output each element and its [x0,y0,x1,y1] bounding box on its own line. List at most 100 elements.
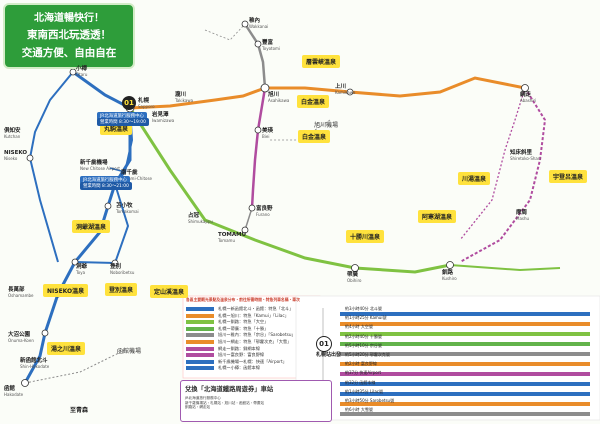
timetable-row: 約5小時20分 鄂霍次克號 [345,352,390,357]
station-kushiro[interactable]: 釧路 Kushiro [442,270,457,281]
legend-label: 札幌～帶廣：特急「十勝」 [218,325,269,331]
timetable-row: 約3小時40分 北斗號 [345,306,382,311]
station-toyotomi[interactable]: 豐富 Toyotomi [262,40,281,51]
station-shin-hakodate[interactable]: 新函館北斗 Shin-Hakodate [20,358,50,369]
station-otaru[interactable]: 小樽 Otaru [76,66,88,77]
legend-row: 札幌～旭川：特急「Kamui」「Lilac」 [186,313,289,319]
station-shiretoko-shari[interactable]: 知床斜里 Shiretoko-Shari [510,150,541,161]
legend-swatch [186,313,214,318]
legend-row: 網走～釧路：釧網本線 [186,346,260,352]
legend-label: 旭川～富良野：富良野線 [218,352,265,358]
bus-link-1 [204,23,246,41]
station-hakodate[interactable]: 函館 Hakodate [4,386,24,397]
station-mashu[interactable]: 摩周 Mashu [516,210,530,221]
hanasaki-line [449,264,561,272]
onsen-toya-tag[interactable]: 洞爺湖溫泉 [72,220,111,233]
legend-swatch [186,340,214,344]
nemuro-line [244,207,253,231]
sekisho-line [128,107,451,274]
pass-exchange-box: 兌換「北海道鐵路周遊券」車站 JR北海道旅行服務中心 新千歲機場站・札幌站・旭川… [180,380,332,422]
station-asahikawa[interactable]: 旭川 Asahikawa [268,92,290,103]
legend-swatch [186,333,214,338]
timetable-row: 約6小時 大雪號 [345,407,373,413]
legend-swatch [186,307,214,311]
station-niseko[interactable]: NISEKO Niseko [4,150,28,161]
asahikawa-airport-label[interactable]: 旭川機場 [314,122,339,129]
airport-service-center: JR北海道旅行服務中心 [80,176,130,184]
hakodate-airport-label[interactable]: 函館機場 [117,348,142,355]
station-tomakomai[interactable]: 苫小牧 Tomakomai [116,203,139,214]
onsen-noboribetsu-tag[interactable]: 登別溫泉 [105,283,138,296]
station-minami-chitose[interactable]: 南千歲 Minami-Chitose [121,170,152,181]
title-line-1: 北海道暢快行！ [34,13,104,24]
station-shin-chitose[interactable]: 新千歲機場 New Chitose Airport [80,160,120,171]
station-wakkanai[interactable]: 稚內 Wakkanai [249,18,269,29]
station-sapporo[interactable]: 札幌 Sapporo [138,98,155,109]
timetable-row: 約4小時 大空號 [345,324,373,330]
legend-swatch [186,320,214,325]
onsen-shirogane-tag[interactable]: 白金溫泉 [298,130,331,143]
station-iwamizawa[interactable]: 岩見澤 Iwamizawa [152,112,175,123]
onsen-utoro-tag[interactable]: 宇登呂溫泉 [549,170,588,183]
station-tomamu[interactable]: TOMAMU Tomamu [218,232,247,243]
onsen-akanko-tag[interactable]: 阿寒湖溫泉 [418,210,457,223]
station-kamikawa[interactable]: 上川 Kamikawa [335,84,356,95]
sapporo-service-center: JR北海道旅行服務中心 [97,112,147,120]
onsen-jozankei-2-tag[interactable]: 定山溪溫泉 [150,285,189,298]
legend-row: 新千歲機場～札幌：快速「Airport」 [186,359,287,365]
hakodate-airport-connector [24,349,126,384]
onsen-sounkyo-tag[interactable]: 層雲峽溫泉 [302,55,341,68]
onsen-tokachigawa-tag[interactable]: 十勝川溫泉 [346,230,385,243]
timetable-row: 約2小時 富良野線 [345,361,377,367]
station-biei[interactable]: 美瑛 Biei [262,128,274,139]
legend-swatch [186,346,214,351]
timetable-origin-label: 札幌站出發 [316,352,342,358]
onsen-kawayu-tag[interactable]: 川湯溫泉 [458,172,491,185]
station-abashiri[interactable]: 網走 Abashiri [520,92,537,103]
timetable-origin-badge: 01 [316,336,332,352]
legend-swatch [186,359,214,364]
station-toya[interactable]: 洞爺 Toya [76,264,88,275]
pass-line-2: 新千歲機場站・札幌站・旭川站・函館站・帶廣站 [185,400,265,405]
timetable-row: 約1小時35分 Lilac號 [345,388,384,394]
station-onuma-koen[interactable]: 大沼公園 Onuma-Koen [8,332,34,343]
legend-row: 札幌～小樽：函館本線 [186,365,260,371]
airport-hours: 營業時間 8:30～21:00 [80,182,132,190]
title-line-2: 東南西北玩透透！ [27,29,111,41]
legend-swatch [186,353,214,358]
timetable-row: 約37分 快速Airport [345,370,382,376]
timetable-row: 約1小時25分 Kamui號 [345,315,387,321]
legend-row: 旭川～網走：特急「鄂霍次克」「大雪」 [186,339,291,345]
station-noboribetsu[interactable]: 登別 Noboribetsu [110,264,135,275]
airport-connector [109,167,126,173]
legend-label: 札幌～新函館北斗・函館：特急「北斗」 [218,306,294,311]
onsen-sahoro-tag[interactable]: 白金溫泉 [297,95,330,108]
onsen-yunokawa-tag[interactable]: 湯之川溫泉 [47,342,86,355]
station-obihiro[interactable]: 帶廣 Obihiro [347,272,362,283]
station-takikawa[interactable]: 瀧川 Takikawa [175,92,194,103]
soya-line [243,23,267,89]
sapporo-hours: 營業時間 8:30～19:00 [97,118,149,126]
timetable-bars [340,312,590,416]
legend-row: 札幌～釧路：特急「大空」 [186,319,268,325]
to-aomori-label: 至青森 [70,407,89,414]
station-shimukappu[interactable]: 占冠 Shimukappu [188,213,213,224]
pass-line-1: JR北海道旅行服務中心 [185,396,221,400]
legend-swatch [186,366,214,371]
legend-label: 旭川～稚內：特急「宗谷」「Sarobetsu」 [218,332,296,338]
legend-label: 網走～釧路：釧網本線 [218,345,260,351]
legend-title: 各區主要觀光景點及溫泉分布・前往所需時間・特急列車名稱・車次 [186,297,300,302]
station-furano[interactable]: 富良野 Furano [256,206,273,217]
onsen-niseko-tag[interactable]: NISEKO溫泉 [43,284,89,297]
pass-line-3: 釧路站・網走站 [185,405,211,410]
yamasen-line [28,71,74,263]
pass-title: 兌換「北海道鐵路周遊券」車站 [185,386,274,393]
station-kutchan[interactable]: 俱知安 Kutchan [4,128,21,139]
timetable-row: 約2小時40分 十勝號 [345,333,382,339]
furano-line [250,87,267,209]
legend-row: 札幌～帶廣：特急「十勝」 [186,326,268,332]
station-oshamambe[interactable]: 長萬部 Oshamambe [8,287,34,298]
station-number-badge: 01 [122,96,136,110]
